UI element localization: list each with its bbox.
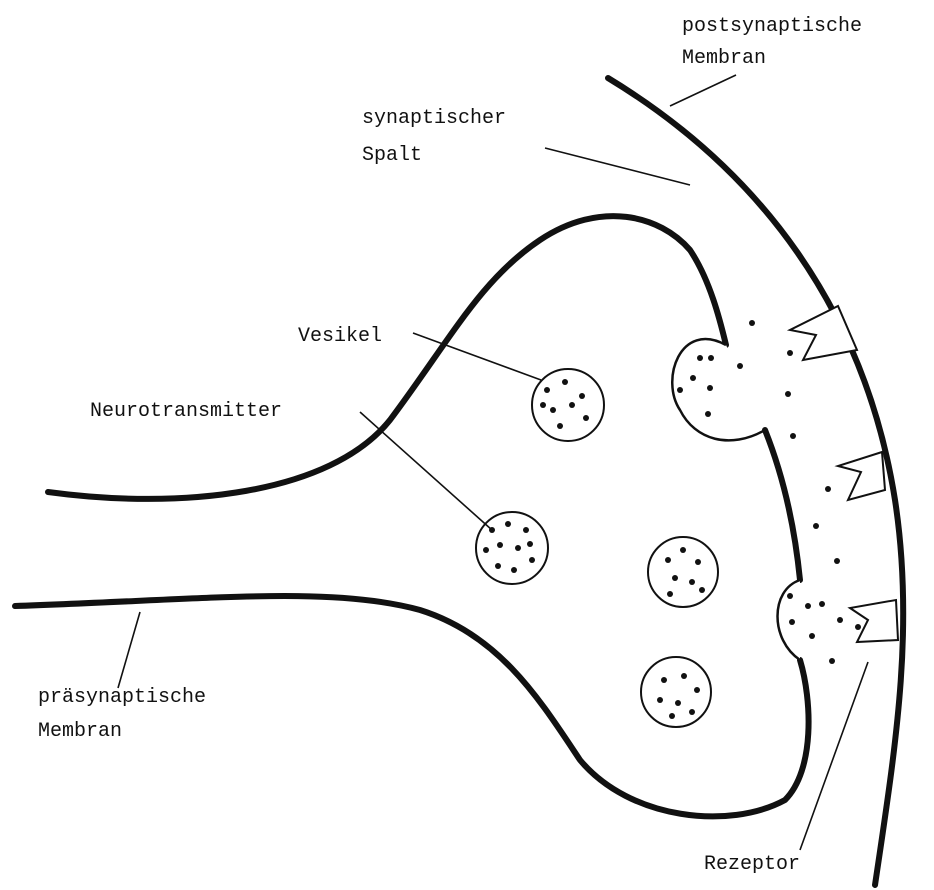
label-postsynaptic-membrane-line1: postsynaptische [682, 15, 862, 38]
label-presynaptic-membrane-line2: Membran [38, 720, 122, 743]
fusing-vesicle-upper [672, 339, 765, 440]
label-synaptic-cleft-line1: synaptischer [362, 107, 506, 130]
label-neurotransmitter: Neurotransmitter [90, 400, 282, 423]
receptor-1 [790, 306, 857, 360]
presynaptic-membrane-middle [765, 430, 800, 580]
presynaptic-membrane-upper [48, 216, 726, 499]
receptor-2 [838, 452, 885, 500]
receptor-3 [850, 600, 898, 642]
leader-postsynaptic [670, 75, 736, 106]
label-postsynaptic-membrane-line2: Membran [682, 47, 766, 70]
leader-presynaptic [118, 612, 140, 688]
leader-neurotransmitter [360, 412, 492, 530]
label-vesicle: Vesikel [298, 325, 382, 348]
label-presynaptic-membrane-line1: präsynaptische [38, 686, 206, 709]
vesicle-4 [641, 657, 711, 727]
fusing-vesicle-lower [778, 580, 801, 660]
label-synaptic-cleft-line2: Spalt [362, 144, 422, 167]
label-receptor: Rezeptor [704, 853, 800, 876]
leader-cleft [545, 148, 690, 185]
leader-receptor [800, 662, 868, 850]
